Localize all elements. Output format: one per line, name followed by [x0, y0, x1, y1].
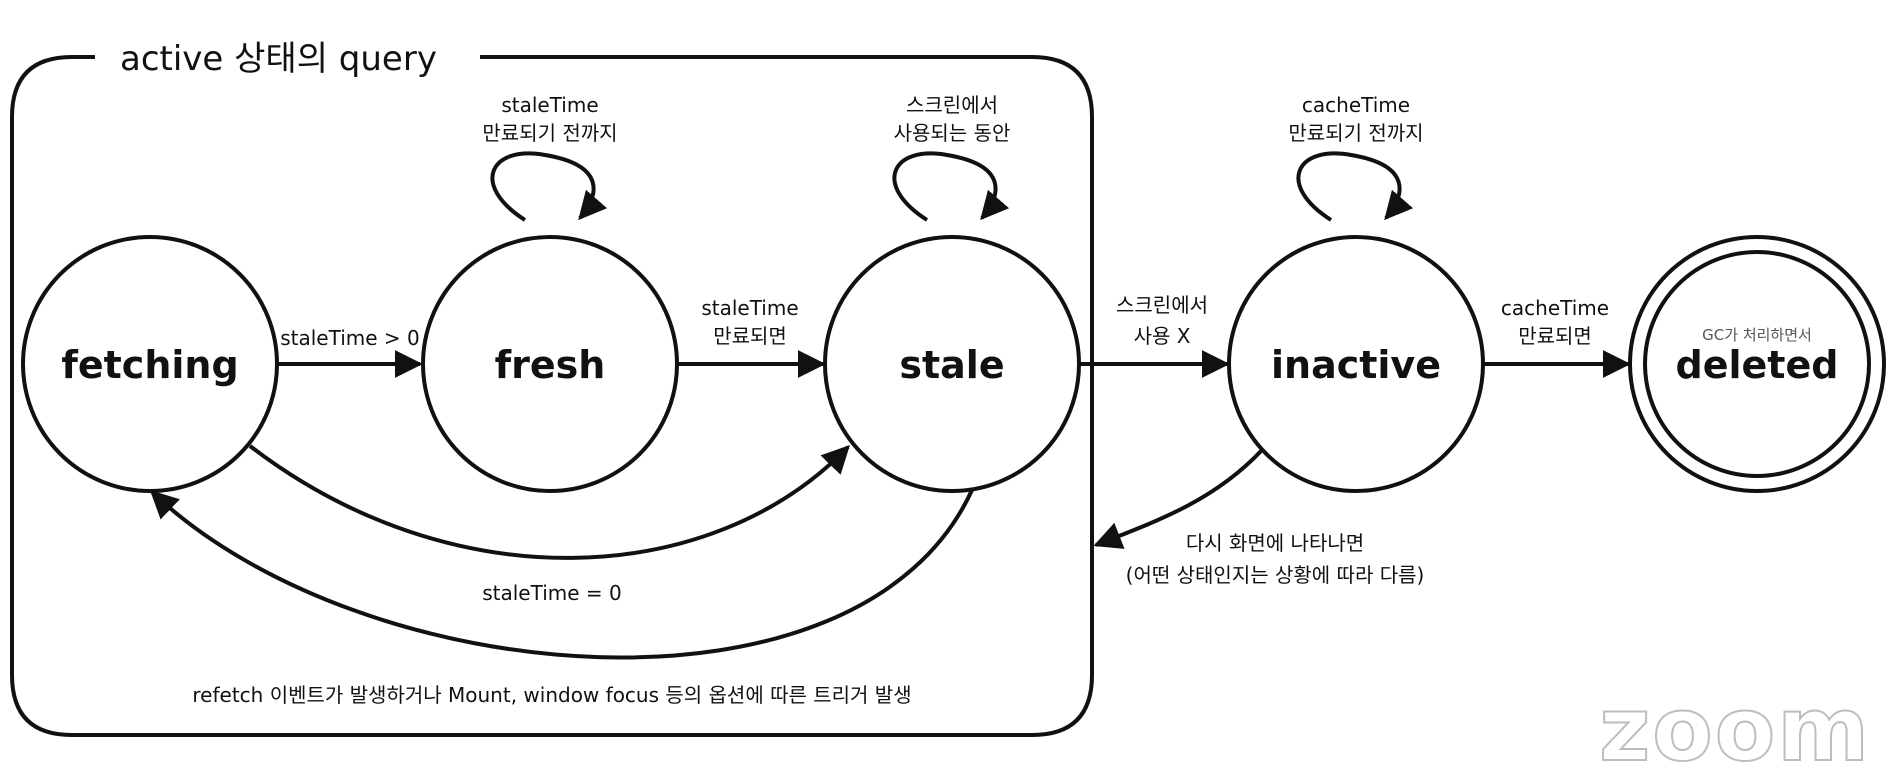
- loop-fresh-label-line2: 만료되기 전까지: [482, 121, 617, 145]
- state-deleted-node: [1643, 250, 1871, 478]
- loop-inactive-arrow: [1296, 151, 1414, 222]
- edge-fetching-to-stale-curve: [248, 444, 850, 560]
- active-group-frame: [10, 55, 1094, 737]
- edge-inactive-back-label-line1: 다시 화면에 나타나면: [1186, 531, 1364, 555]
- footer-note: refetch 이벤트가 발생하거나 Mount, window focus 등…: [192, 683, 911, 707]
- edge-inactive-to-deleted-label-line1: cacheTime: [1501, 296, 1609, 320]
- edge-fetching-to-fresh-label: staleTime > 0: [280, 326, 420, 350]
- edge-stale-to-fetching-label: staleTime = 0: [482, 581, 622, 605]
- loop-stale-arrow: [892, 151, 1010, 222]
- state-stale-label: stale: [899, 343, 1004, 387]
- loop-inactive-label-line1: cacheTime: [1302, 93, 1410, 117]
- loop-inactive-label-line2: 만료되기 전까지: [1288, 121, 1423, 145]
- zoom-watermark: zoom: [1599, 678, 1871, 781]
- active-group-title: active 상태의 query: [120, 39, 437, 79]
- state-deleted-sublabel: GC가 처리하면서: [1702, 326, 1812, 344]
- edge-fresh-to-stale-label-line1: staleTime: [701, 296, 798, 320]
- state-deleted-label: deleted: [1676, 343, 1839, 387]
- state-fetching-label: fetching: [61, 343, 238, 387]
- edge-inactive-back-curve: [1093, 448, 1264, 549]
- loop-stale-label-line2: 사용되는 동안: [894, 121, 1011, 145]
- state-fresh-label: fresh: [495, 343, 606, 387]
- edge-stale-to-inactive-label-line2: 사용 X: [1134, 324, 1191, 348]
- edge-fresh-to-stale-label-line2: 만료되면: [713, 324, 787, 348]
- state-inactive-label: inactive: [1271, 343, 1441, 387]
- loop-fresh-label-line1: staleTime: [501, 93, 598, 117]
- loop-stale-label-line1: 스크린에서: [906, 93, 998, 117]
- edge-stale-to-fetching-curve: [149, 489, 974, 660]
- loop-fresh-arrow: [490, 151, 608, 222]
- edge-stale-to-inactive-label-line1: 스크린에서: [1116, 293, 1208, 317]
- edge-inactive-back-label-line2: (어떤 상태인지는 상황에 따라 다름): [1126, 563, 1425, 587]
- edge-inactive-to-deleted-label-line2: 만료되면: [1518, 324, 1592, 348]
